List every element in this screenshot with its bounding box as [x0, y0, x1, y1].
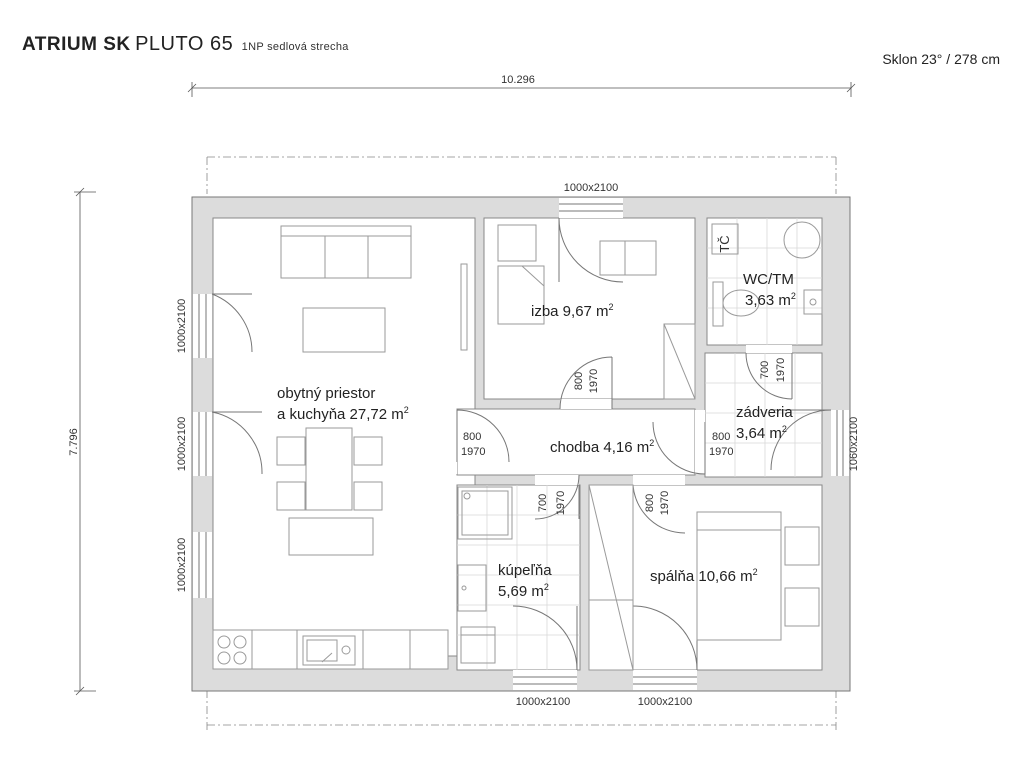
bathroom-area: 5,69 m	[498, 583, 544, 600]
svg-text:spálňa 10,66 m2: spálňa 10,66 m2	[650, 567, 758, 585]
entry-door-height: 1970	[775, 358, 787, 382]
coffee-table	[302, 307, 386, 353]
entry-tiles	[705, 353, 822, 477]
bathroom-fixtures	[457, 486, 513, 664]
bedroom-furniture	[588, 484, 820, 671]
sofa	[280, 225, 412, 279]
floor-subtitle: 1NP sedlová strecha	[241, 41, 349, 53]
window-size-bottom-right: 1000x2100	[638, 696, 692, 708]
brand-name: ATRIUM SK	[22, 34, 131, 55]
entry-label: zádveria	[736, 404, 793, 421]
hall-left-door-height: 1970	[461, 446, 485, 458]
roof-slope-label: Sklon 23° / 278 cm	[882, 51, 1000, 67]
bed-door-height: 1970	[659, 491, 671, 515]
svg-text:izba 9,67 m2: izba 9,67 m2	[531, 302, 614, 320]
izba-door-height: 1970	[588, 369, 600, 393]
bathroom-label: kúpeľňa	[498, 562, 552, 579]
svg-text:chodba 4,16 m2: chodba 4,16 m2	[550, 438, 654, 456]
window-size-top: 1000x2100	[564, 182, 618, 194]
hall-left-door-width: 800	[463, 431, 481, 443]
height-dimension-label: 7.796	[68, 428, 80, 456]
title-block: ATRIUM SK PLUTO 65 1NP sedlová strecha	[22, 33, 349, 56]
bathroom-tiles	[457, 485, 580, 670]
kitchen-counter	[212, 629, 449, 670]
bedroom-label: spálňa 10,66 m	[650, 568, 753, 585]
hallway-room	[456, 408, 696, 476]
izba-room	[483, 217, 696, 400]
svg-text:3,63 m2: 3,63 m2	[745, 291, 796, 309]
hall-right-door-height: 1970	[709, 446, 733, 458]
bedroom-room	[588, 484, 823, 671]
construction-lines	[206, 156, 837, 730]
door-size-right: 1060x2100	[848, 417, 860, 471]
bath-door-width: 700	[537, 494, 549, 512]
width-dimension-label: 10.296	[501, 74, 535, 86]
svg-text:5,69 m2: 5,69 m2	[498, 582, 549, 600]
wc-area: 3,63 m	[745, 292, 791, 309]
svg-text:3,64 m2: 3,64 m2	[736, 424, 787, 442]
hallway-label: chodba 4,16 m	[550, 439, 649, 456]
window-size-left-2: 1000x2100	[176, 417, 188, 471]
entry-room	[704, 352, 823, 478]
bed-door-width: 800	[644, 494, 656, 512]
window-size-left-1: 1000x2100	[176, 299, 188, 353]
height-dimension: 7.796	[68, 187, 96, 696]
bath-door-height: 1970	[555, 491, 567, 515]
living-kitchen-room	[212, 217, 476, 657]
svg-text:a kuchyňa 27,72 m2: a kuchyňa 27,72 m2	[277, 405, 409, 423]
izba-label: izba 9,67 m	[531, 303, 609, 320]
bathroom-room	[456, 484, 581, 671]
wc-tiles	[707, 218, 822, 345]
entry-area: 3,64 m	[736, 425, 782, 442]
hall-right-door-width: 800	[712, 431, 730, 443]
izba-door-width: 800	[573, 372, 585, 390]
living-room-label: obytný priestor	[277, 385, 375, 402]
living-room-area: a kuchyňa 27,72 m	[277, 406, 404, 423]
width-dimension: 10.296	[187, 74, 856, 97]
entry-door-width: 700	[759, 361, 771, 379]
door-swings	[211, 217, 832, 671]
heat-pump-label: TČ	[717, 235, 732, 252]
wc-label: WC/TM	[743, 271, 794, 288]
window-size-left-3: 1000x2100	[176, 538, 188, 592]
dining-set	[276, 427, 383, 511]
windows	[198, 203, 844, 685]
kitchen-island	[288, 517, 374, 556]
wc-fixtures	[711, 221, 823, 327]
model-name: PLUTO 65	[135, 33, 234, 55]
window-size-bottom-left: 1000x2100	[516, 696, 570, 708]
izba-furniture	[497, 224, 696, 400]
